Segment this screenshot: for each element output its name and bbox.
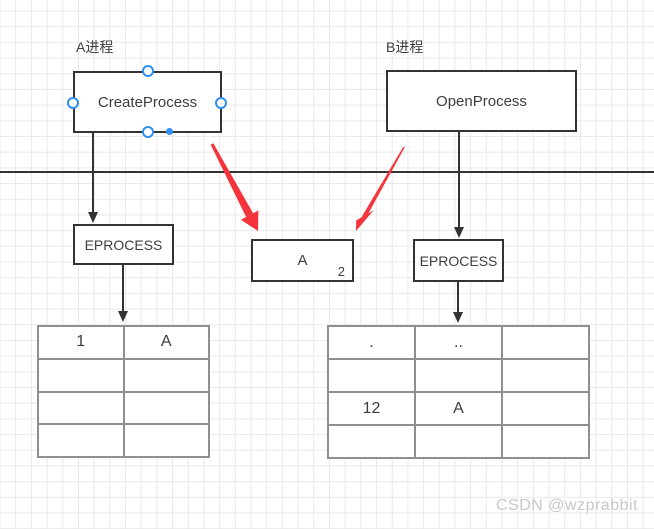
table-cell[interactable] xyxy=(329,426,414,457)
table-cell[interactable]: A xyxy=(416,393,501,424)
selection-handle-bottom[interactable] xyxy=(142,126,154,138)
table-cell[interactable] xyxy=(503,360,588,391)
table-cell[interactable]: 12 xyxy=(329,393,414,424)
table-cell[interactable] xyxy=(329,360,414,391)
watermark: CSDN @wzprabbit xyxy=(496,497,638,514)
connector-createprocess-to-eprocess[interactable] xyxy=(88,133,98,223)
table-cell[interactable] xyxy=(503,327,588,358)
selection-handle-top[interactable] xyxy=(142,65,154,77)
process-a-label: A进程 xyxy=(76,39,114,55)
handle-count-label: 2 xyxy=(337,264,345,279)
openprocess-node[interactable]: OpenProcess xyxy=(386,70,577,132)
connector-eprocess-to-right-table[interactable] xyxy=(453,281,463,323)
process-b-label: B进程 xyxy=(386,39,424,55)
arrowhead-down-icon xyxy=(88,212,98,223)
table-cell[interactable] xyxy=(503,393,588,424)
red-annotation-arrow-right[interactable] xyxy=(356,146,406,231)
table-cell[interactable]: .. xyxy=(416,327,501,358)
selection-handle-left[interactable] xyxy=(67,97,79,109)
arrowhead-down-icon xyxy=(453,312,463,323)
handle-object-node[interactable]: A 2 xyxy=(251,239,354,282)
table-cell[interactable] xyxy=(39,425,123,456)
table-cell[interactable] xyxy=(416,360,501,391)
table-cell[interactable] xyxy=(503,426,588,457)
connection-point-dot[interactable] xyxy=(166,128,173,135)
table-cell[interactable]: A xyxy=(124,327,208,358)
table-cell[interactable] xyxy=(124,425,208,456)
table-cell[interactable] xyxy=(124,359,208,391)
table-cell[interactable] xyxy=(124,392,208,424)
red-arrowhead-icon xyxy=(240,210,259,231)
eprocess-node-right[interactable]: EPROCESS xyxy=(413,239,504,282)
red-arrowhead-icon xyxy=(356,210,374,231)
openprocess-label: OpenProcess xyxy=(436,92,527,110)
eprocess-node-left[interactable]: EPROCESS xyxy=(73,224,174,265)
handle-table-left[interactable]: 1 A xyxy=(37,325,210,458)
table-cell[interactable]: 1 xyxy=(39,327,123,358)
eprocess-right-label: EPROCESS xyxy=(419,252,498,269)
eprocess-left-label: EPROCESS xyxy=(84,236,163,253)
table-cell[interactable] xyxy=(39,392,123,424)
selection-handle-right[interactable] xyxy=(215,97,227,109)
table-cell[interactable] xyxy=(416,426,501,457)
red-arrow-shaft xyxy=(210,143,254,217)
createprocess-node[interactable]: CreateProcess xyxy=(73,71,222,133)
handle-table-right[interactable]: . .. 12 A xyxy=(327,325,590,459)
table-cell[interactable] xyxy=(39,359,123,391)
red-annotation-arrow-left[interactable] xyxy=(210,143,259,231)
arrowhead-down-icon xyxy=(118,311,128,322)
connector-openprocess-to-eprocess[interactable] xyxy=(454,131,464,238)
createprocess-label: CreateProcess xyxy=(97,93,198,111)
connector-eprocess-to-left-table[interactable] xyxy=(118,264,128,322)
table-cell[interactable]: . xyxy=(329,327,414,358)
handle-object-label: A xyxy=(297,252,308,269)
arrowhead-down-icon xyxy=(454,227,464,238)
red-arrow-shaft xyxy=(361,146,406,218)
